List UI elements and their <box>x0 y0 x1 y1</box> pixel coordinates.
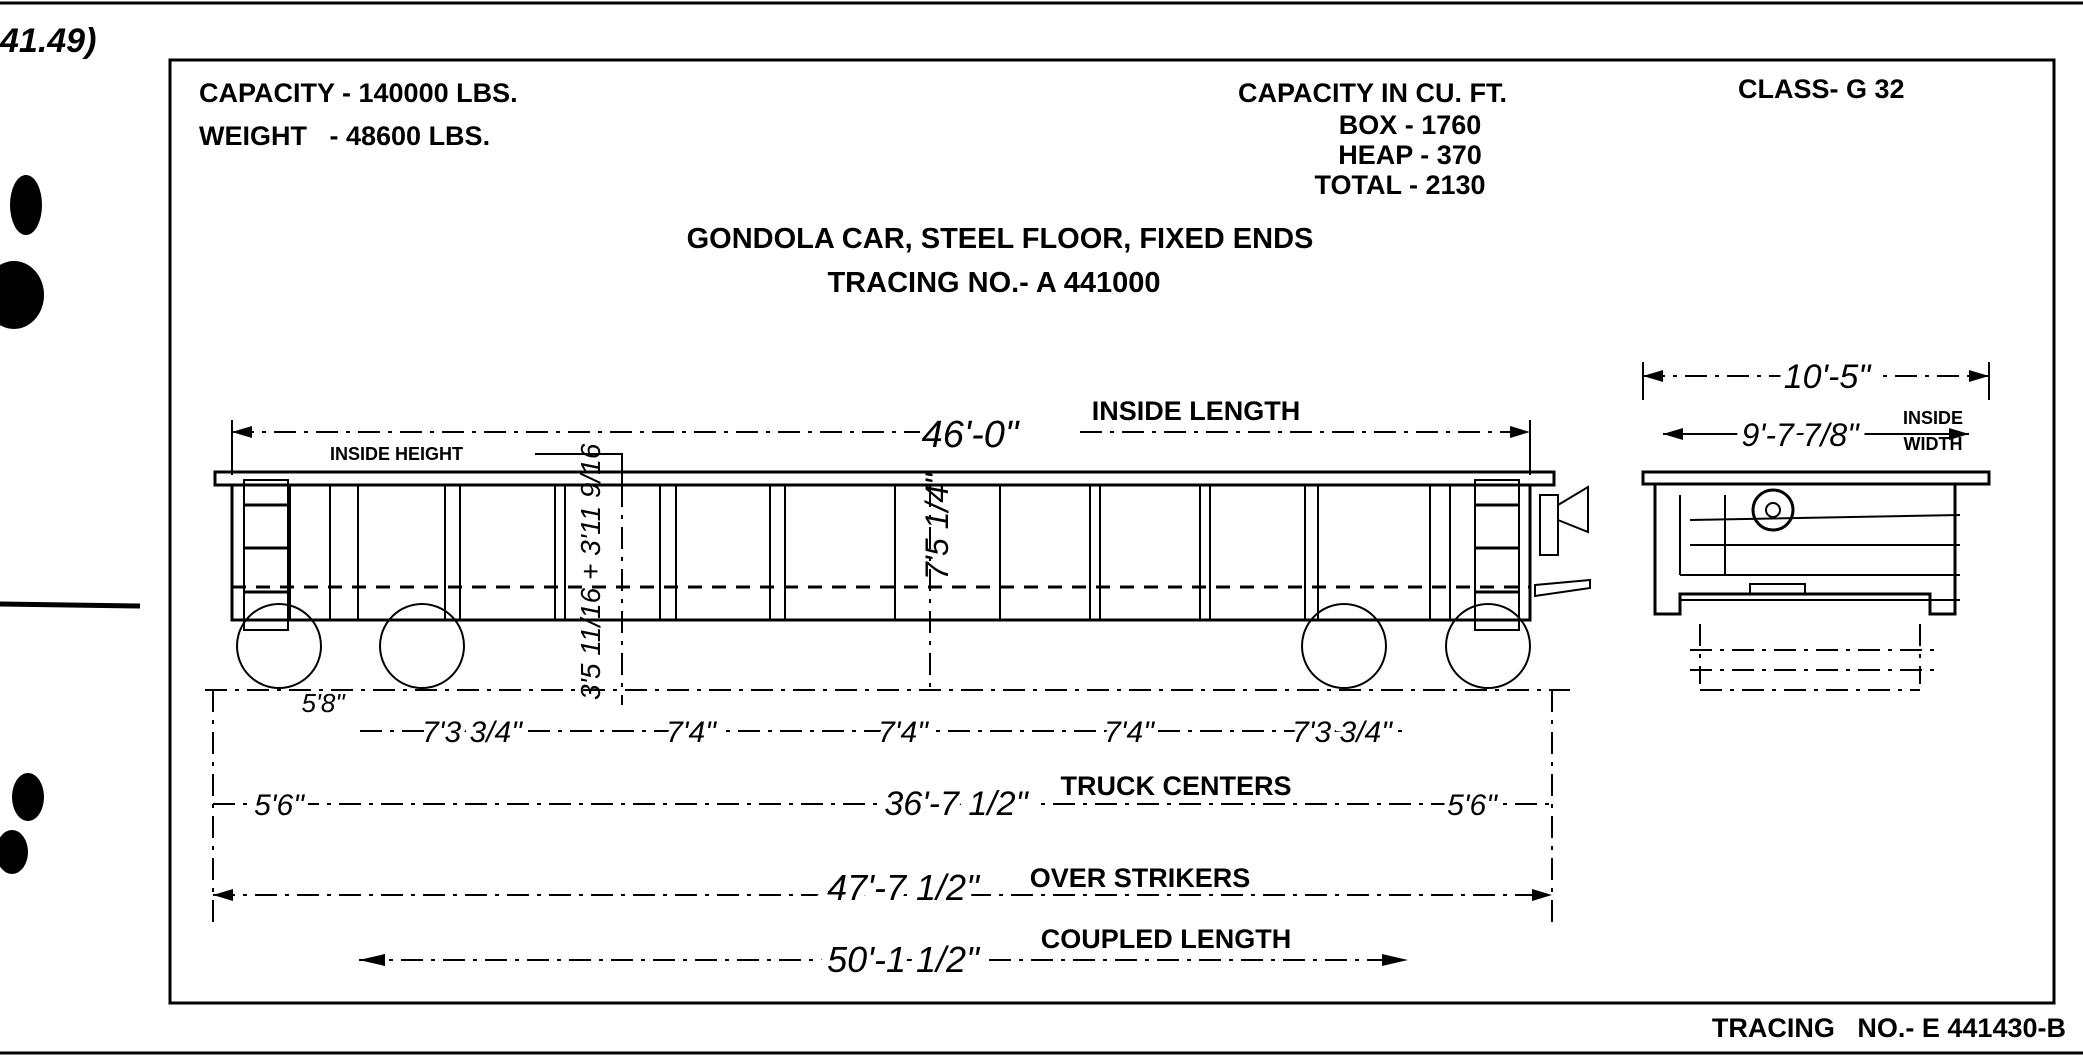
drawing-tracing-number: TRACING NO.- A 441000 <box>827 267 1160 299</box>
footer-tracing-number: TRACING NO.- E 441430-B <box>1712 1013 2066 1043</box>
brake-wheel <box>1539 485 1589 556</box>
capacity-heap: HEAP - 370 <box>1338 140 1482 170</box>
end-width-value: 10'-5" <box>1784 358 1873 396</box>
coupled-length-label: COUPLED LENGTH <box>1041 924 1292 954</box>
drawing-title: GONDOLA CAR, STEEL FLOOR, FIXED ENDS <box>687 223 1314 255</box>
brake-wheel-end <box>1751 488 1795 532</box>
capacity-total: TOTAL - 2130 <box>1314 170 1485 200</box>
drawing-frame <box>168 58 2056 1005</box>
inside-length-label: INSIDE LENGTH <box>1092 396 1301 426</box>
spacing-dim: 7'4" <box>1104 716 1155 749</box>
wheel <box>379 603 465 689</box>
inside-height-label: INSIDE HEIGHT <box>330 444 463 464</box>
corner-note: 41.49) <box>0 22 96 60</box>
spacing-dim: 7'4" <box>878 716 929 749</box>
end-offset-left: 5'6" <box>254 789 305 822</box>
wheel <box>1445 603 1531 689</box>
spacing-dim: 5'8" <box>301 688 346 718</box>
inside-length-value: 46'-0" <box>922 414 1020 456</box>
capacity-box: BOX - 1760 <box>1339 110 1482 140</box>
side-view: 46'-0" INSIDE LENGTH INSIDE HEIGHT <box>205 396 1591 988</box>
truck-centers-label: TRUCK CENTERS <box>1060 771 1291 801</box>
inside-width-value: 9'-7 7/8" <box>1741 417 1860 453</box>
inside-height-side-value: 3'5 11/16 + 3'11 9/16 <box>575 443 606 700</box>
spacing-dim: 7'4" <box>666 716 717 749</box>
spacing-dim: 7'3 3/4" <box>422 716 523 749</box>
end-view: 10'-5" 9'-7 7/8" INSIDE WIDTH <box>1641 351 1991 691</box>
capacity-cuft-title: CAPACITY IN CU. FT. <box>1238 78 1507 108</box>
inside-width-label-bottom: WIDTH <box>1904 434 1963 454</box>
ladder-left <box>243 479 289 631</box>
capacity-lbs: CAPACITY - 140000 LBS. <box>199 78 518 108</box>
inside-height-center-value: 7'5 1/4" <box>919 472 955 580</box>
truck-centers-value: 36'-7 1/2" <box>884 785 1029 823</box>
over-strikers-label: OVER STRIKERS <box>1030 863 1251 893</box>
over-strikers-value: 47'-7 1/2" <box>827 867 981 908</box>
coupled-length-value: 50'-1 1/2" <box>827 939 981 980</box>
wheel <box>236 603 322 689</box>
wheel <box>1301 603 1387 689</box>
ladder-right <box>1474 479 1520 631</box>
margin-punch-marks <box>0 175 141 874</box>
spacing-dim: 7'3 3/4" <box>1292 716 1393 749</box>
inside-width-label-top: INSIDE <box>1903 408 1963 428</box>
weight-lbs: WEIGHT - 48600 LBS. <box>199 121 490 151</box>
end-offset-right: 5'6" <box>1447 789 1498 822</box>
car-class: CLASS- G 32 <box>1738 74 1905 104</box>
coupler <box>1534 578 1591 598</box>
